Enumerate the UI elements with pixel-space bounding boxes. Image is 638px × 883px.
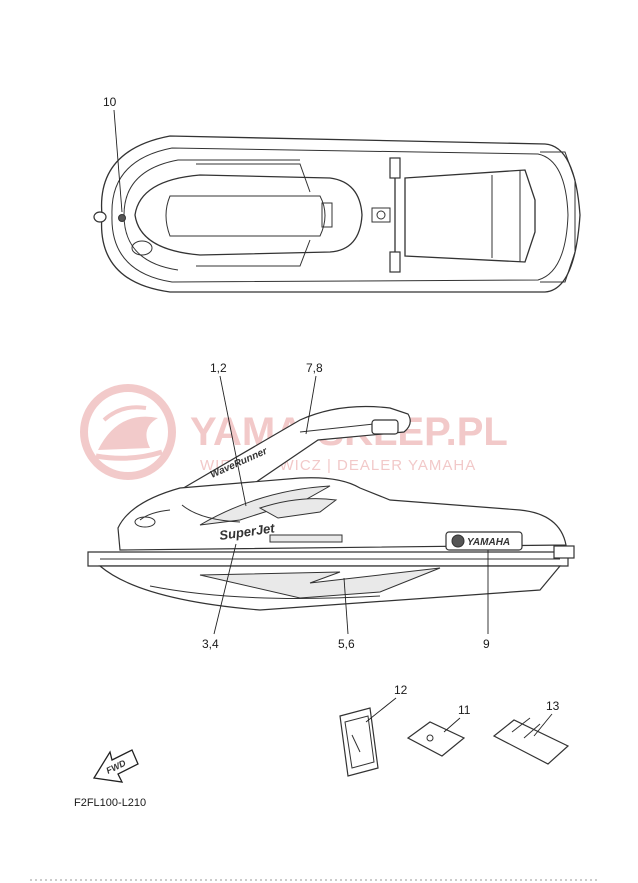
accessory-pouch bbox=[339, 707, 379, 777]
callout-11: 11 bbox=[458, 703, 471, 717]
side-view-craft: WaveRunner SuperJet YAMAHA bbox=[87, 405, 575, 611]
yamaha-logo-icon bbox=[451, 534, 465, 548]
watermark-logo-icon bbox=[80, 384, 176, 480]
fuel-cap-icon bbox=[118, 214, 126, 222]
yamaha-decal: YAMAHA bbox=[467, 537, 510, 548]
part-code: F2FL100-L210 bbox=[74, 797, 146, 809]
callout-10: 10 bbox=[103, 95, 117, 109]
accessory-card bbox=[406, 721, 466, 757]
callout-9: 9 bbox=[483, 637, 490, 651]
callout-12: 12 bbox=[394, 683, 408, 697]
leader-lines bbox=[113, 109, 553, 737]
top-view-craft bbox=[93, 135, 581, 293]
callout-3-4: 3,4 bbox=[202, 637, 219, 651]
callout-5-6: 5,6 bbox=[338, 637, 355, 651]
callout-13: 13 bbox=[546, 699, 560, 713]
fwd-arrow-icon: FWD bbox=[92, 749, 139, 783]
callout-7-8: 7,8 bbox=[306, 361, 323, 375]
callout-1-2: 1,2 bbox=[210, 361, 227, 375]
accessory-strap bbox=[492, 717, 570, 765]
callouts: 10 1,2 7,8 3,4 5,6 9 12 11 13 bbox=[103, 95, 560, 717]
